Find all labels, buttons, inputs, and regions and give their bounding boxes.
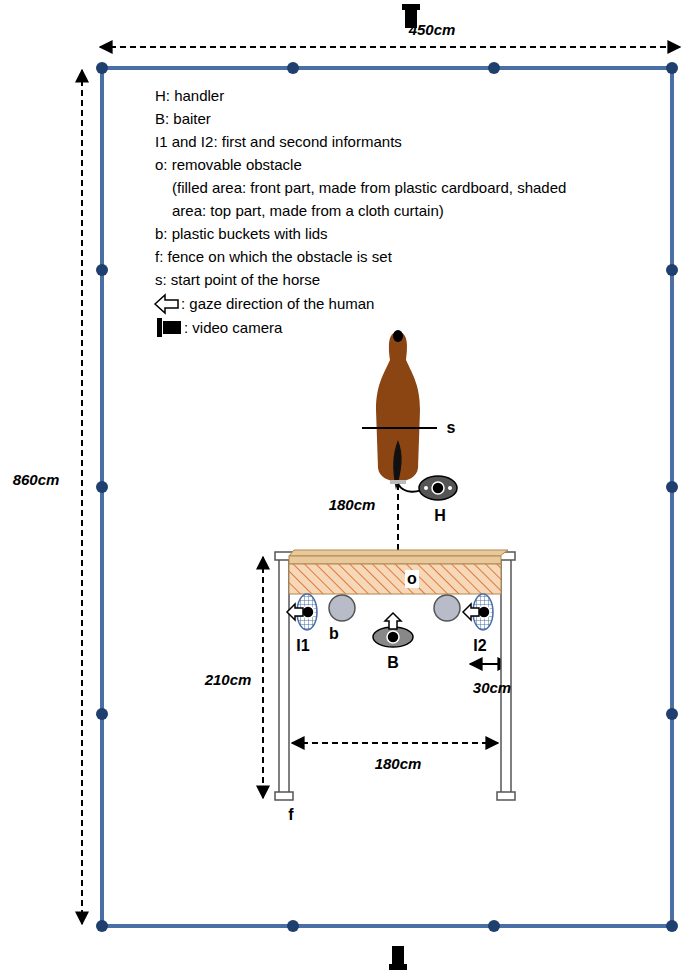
part-letter: B <box>387 654 399 672</box>
fence <box>275 552 515 800</box>
part-letter: I1 <box>296 637 309 655</box>
legend-entry: : video camera <box>184 316 282 339</box>
legend-entry: I1 and I2: first and second informants <box>155 130 402 153</box>
legend-entry: b: plastic buckets with lids <box>155 222 328 245</box>
handler <box>419 476 457 500</box>
part-letter: I2 <box>473 637 486 655</box>
dimension-label: 860cm <box>13 471 60 488</box>
dimension-line <box>81 70 83 924</box>
arena-posts <box>96 62 678 932</box>
dimension-line <box>292 742 498 744</box>
horse <box>376 330 428 492</box>
dimension-line <box>100 46 680 48</box>
dimension-label: 210cm <box>205 671 252 688</box>
dimension-line <box>262 557 264 798</box>
legend-entry: (filled area: front part, made from plas… <box>172 176 582 222</box>
legend-entry: B: baiter <box>155 107 211 130</box>
dimension-label: 450cm <box>409 21 456 38</box>
dimension-label: 180cm <box>373 755 424 772</box>
legend-entry: s: start point of the horse <box>155 268 320 291</box>
legend-entry: f: fence on which the obstacle is set <box>155 245 392 268</box>
legend-entry: o: removable obstacle <box>155 153 302 176</box>
part-letter: H <box>434 507 446 525</box>
informant <box>463 594 493 630</box>
legend-entry: : gaze direction of the human <box>181 292 374 315</box>
part-letter: s <box>447 419 456 437</box>
dimension-label: 30cm <box>473 679 511 696</box>
part-letter: b <box>329 625 339 643</box>
camera-symbol <box>157 318 181 337</box>
dimension-label: 180cm <box>329 496 376 513</box>
baiter <box>373 613 413 647</box>
gaze-arrow-symbol <box>155 295 178 313</box>
informant <box>287 594 317 630</box>
part-letter: o <box>405 570 419 588</box>
arena-wall <box>102 68 672 926</box>
obstacle <box>289 550 508 594</box>
part-letter: f <box>288 806 293 824</box>
video-camera <box>389 946 407 970</box>
legend-entry: H: handler <box>155 84 224 107</box>
start-line <box>362 427 437 429</box>
